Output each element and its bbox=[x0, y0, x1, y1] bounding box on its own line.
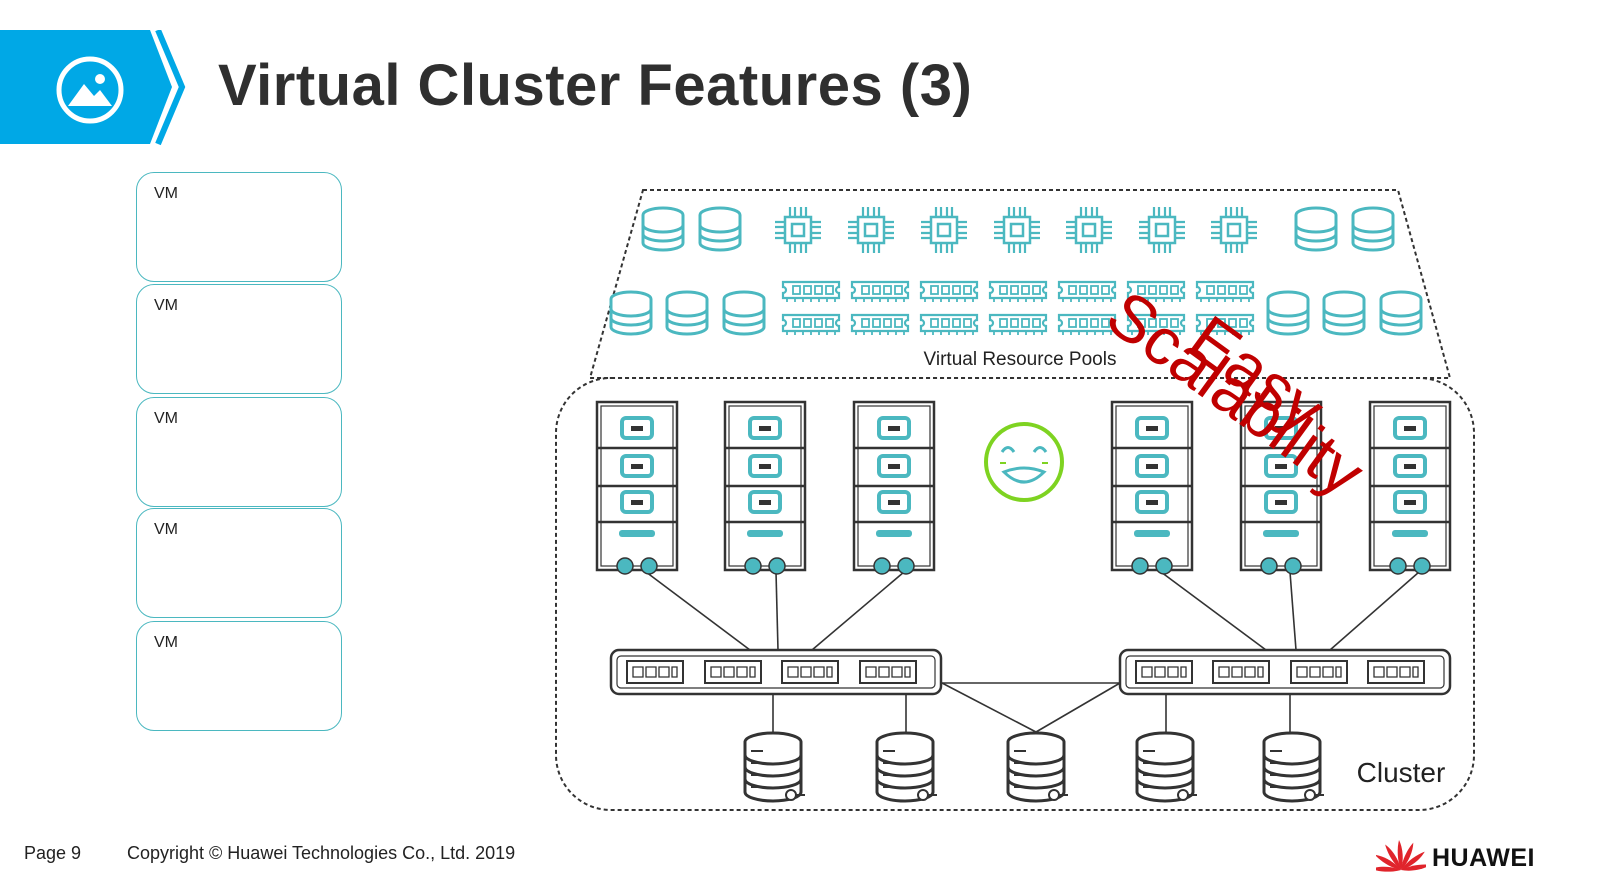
storage-icon bbox=[1322, 290, 1366, 336]
vm-box: VM bbox=[136, 621, 342, 731]
image-icon bbox=[56, 56, 124, 124]
storage-disk-icon bbox=[1262, 731, 1326, 803]
vm-label: VM bbox=[154, 297, 178, 314]
copyright: Copyright © Huawei Technologies Co., Ltd… bbox=[127, 843, 516, 863]
cpu-icon bbox=[1209, 205, 1259, 255]
storage-icon bbox=[698, 206, 742, 252]
cpu-icon bbox=[919, 205, 969, 255]
vm-box: VM bbox=[136, 508, 342, 618]
pool-label: Virtual Resource Pools bbox=[924, 349, 1117, 370]
page-title: Virtual Cluster Features (3) bbox=[218, 53, 973, 118]
brand-name: HUAWEI bbox=[1432, 844, 1535, 872]
storage-disk-icon bbox=[875, 731, 939, 803]
storage-icon bbox=[1351, 206, 1395, 252]
server-icon bbox=[595, 400, 679, 576]
vm-label: VM bbox=[154, 410, 178, 427]
vm-box: VM bbox=[136, 397, 342, 507]
memory-icon bbox=[781, 313, 841, 337]
network-links bbox=[645, 571, 1420, 735]
server-icon bbox=[723, 400, 807, 576]
storage-disk-icon bbox=[1135, 731, 1199, 803]
server-icon bbox=[1368, 400, 1452, 576]
vm-label: VM bbox=[154, 185, 178, 202]
storage-icon bbox=[609, 290, 653, 336]
switch-icon bbox=[609, 648, 943, 696]
storage-disk-icon bbox=[1006, 731, 1070, 803]
vm-box: VM bbox=[136, 284, 342, 394]
storage-disk-icon bbox=[743, 731, 807, 803]
storage-icon bbox=[665, 290, 709, 336]
server-icon bbox=[852, 400, 936, 576]
cpu-icon bbox=[1137, 205, 1187, 255]
vm-label: VM bbox=[154, 521, 178, 538]
cluster-label: Cluster bbox=[1357, 757, 1446, 788]
memory-icon bbox=[988, 280, 1048, 304]
memory-icon bbox=[1195, 280, 1255, 304]
storage-icon bbox=[1294, 206, 1338, 252]
cpu-icon bbox=[992, 205, 1042, 255]
happy-face-icon bbox=[984, 422, 1064, 502]
storage-icon bbox=[722, 290, 766, 336]
memory-icon bbox=[850, 280, 910, 304]
server-icon bbox=[1110, 400, 1194, 576]
memory-icon bbox=[919, 313, 979, 337]
cpu-icon bbox=[846, 205, 896, 255]
storage-icon bbox=[1379, 290, 1423, 336]
storage-icon bbox=[1266, 290, 1310, 336]
memory-icon bbox=[1057, 280, 1117, 304]
memory-icon bbox=[919, 280, 979, 304]
huawei-logo-icon bbox=[1376, 840, 1426, 872]
vm-box: VM bbox=[136, 172, 342, 282]
page-number: Page 9 bbox=[24, 843, 82, 863]
memory-icon bbox=[781, 280, 841, 304]
cpu-icon bbox=[1064, 205, 1114, 255]
storage-icon bbox=[641, 206, 685, 252]
memory-icon bbox=[850, 313, 910, 337]
vm-label: VM bbox=[154, 634, 178, 651]
switch-icon bbox=[1118, 648, 1452, 696]
cpu-icon bbox=[773, 205, 823, 255]
memory-icon bbox=[988, 313, 1048, 337]
